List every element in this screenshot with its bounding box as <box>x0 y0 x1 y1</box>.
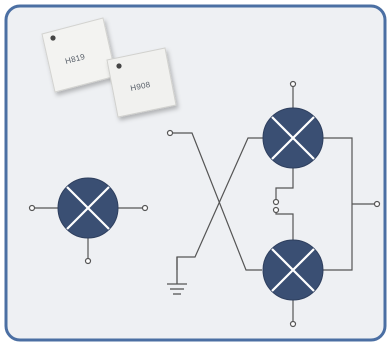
port-output <box>373 200 381 208</box>
port-rf-input <box>166 129 174 137</box>
mixer-left-icon <box>57 177 119 239</box>
port-left-mixer-rf <box>28 204 36 212</box>
port-terminals <box>28 80 381 328</box>
chip-h908: H908 <box>106 47 177 118</box>
port-if-upper <box>272 198 280 206</box>
chip-marking: H908 <box>130 80 152 93</box>
ground-icon <box>167 257 187 295</box>
port-top-lo <box>289 80 297 88</box>
port-bottom-lo <box>289 320 297 328</box>
pin1-dot-icon <box>116 63 122 69</box>
port-left-mixer-lo <box>141 204 149 212</box>
mixer-top-icon <box>262 107 324 169</box>
port-if-lower <box>272 206 280 214</box>
port-left-mixer-if <box>84 257 92 265</box>
mixer-bottom-icon <box>262 239 324 301</box>
pin1-dot-icon <box>50 35 56 41</box>
